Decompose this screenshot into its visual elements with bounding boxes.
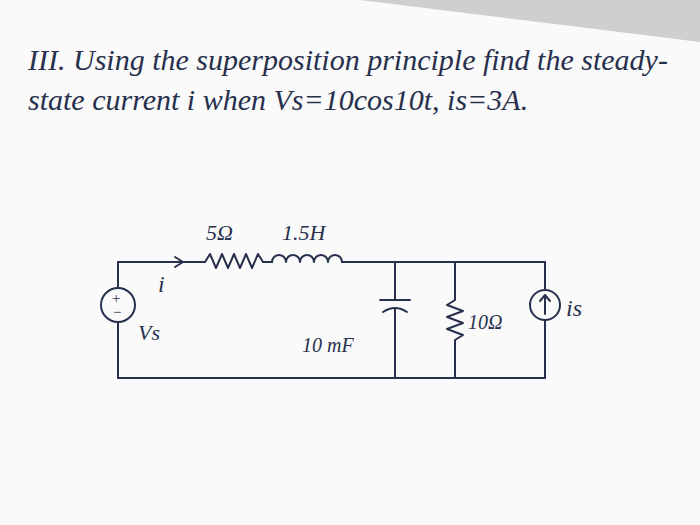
polarity-sign: −: [113, 305, 121, 320]
capacitor-symbol: [380, 299, 410, 301]
current-label: i: [158, 272, 165, 296]
wire: [394, 309, 396, 378]
wire: [117, 262, 119, 288]
problem-statement: III. Using the superposition principle f…: [28, 40, 678, 120]
polarity-sign: +: [112, 291, 120, 306]
wire: [342, 261, 545, 263]
source-label: is: [566, 296, 582, 320]
wire: [544, 320, 546, 378]
current-source-symbol: [530, 290, 560, 320]
wire: [263, 261, 272, 263]
voltage-source-symbol: [101, 288, 135, 322]
capacitor-label: 10 mF: [302, 335, 354, 355]
resistor-symbol: [205, 254, 263, 268]
wire: [117, 322, 119, 378]
current-arrow: [160, 257, 183, 267]
wire: [118, 377, 545, 379]
resistor-label: 5Ω: [206, 222, 233, 244]
source-label: Vs: [138, 322, 160, 344]
wire: [394, 262, 396, 300]
wire: [544, 262, 546, 290]
resistor-label: 10Ω: [468, 312, 502, 332]
current-source-arrow: [540, 295, 550, 314]
inductor-symbol: [272, 255, 342, 262]
inductor-label: 1.5H: [282, 222, 325, 244]
resistor-symbol: [447, 262, 463, 378]
